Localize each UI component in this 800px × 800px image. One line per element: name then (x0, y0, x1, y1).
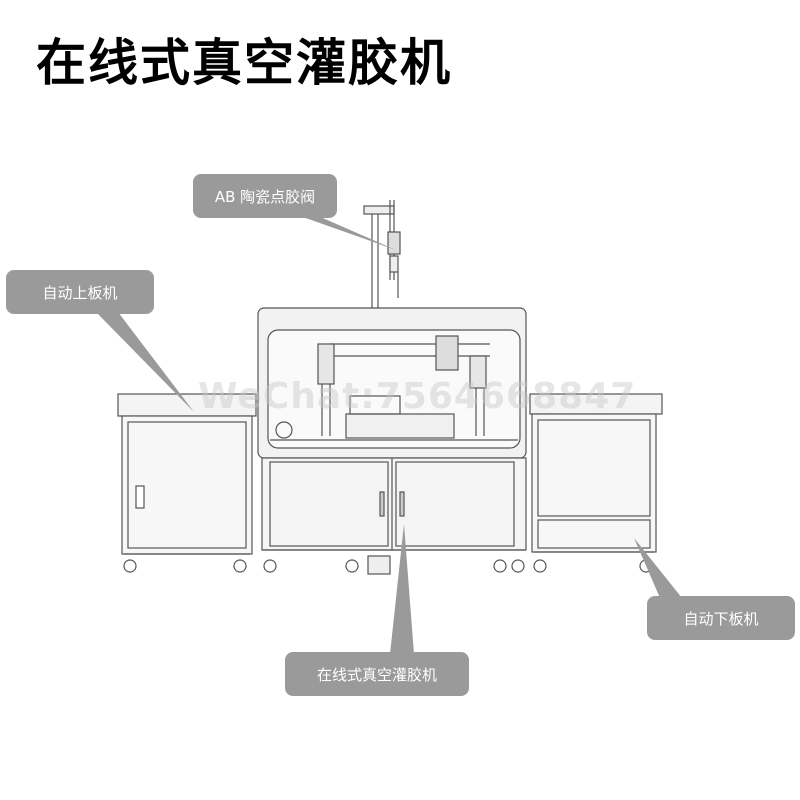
callout-pointers (96, 216, 682, 654)
watermark: WeChat:7564668847 (198, 376, 637, 417)
callout-dispensing-valve: AB 陶瓷点胶阀 (193, 174, 337, 218)
dispensing-valve (363, 200, 401, 310)
callout-auto-unloader: 自动下板机 (647, 596, 795, 640)
unloader-cabinet (529, 393, 663, 573)
main-machine (257, 307, 527, 575)
page-title: 在线式真空灌胶机 (36, 34, 452, 92)
callout-auto-loader: 自动上板机 (6, 270, 154, 314)
loader-cabinet (117, 393, 257, 573)
callout-main-machine: 在线式真空灌胶机 (285, 652, 469, 696)
